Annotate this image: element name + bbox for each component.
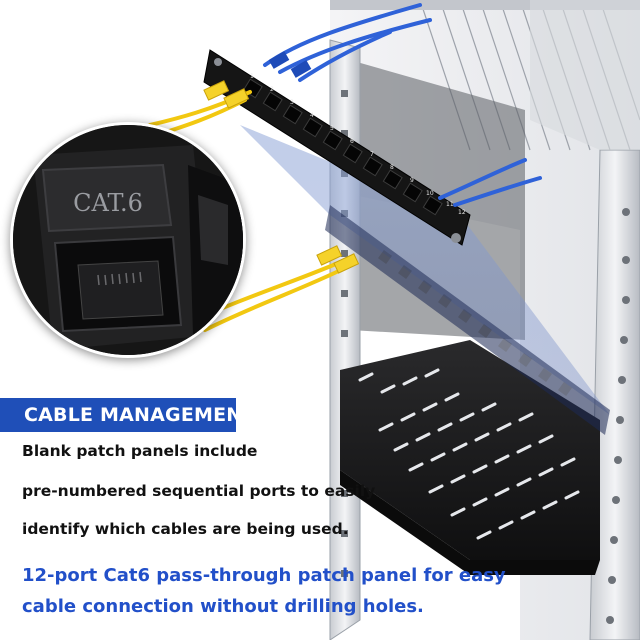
highlight-line: 12-port Cat6 pass-through patch panel fo… — [22, 565, 506, 586]
port-number: 1 — [250, 73, 254, 80]
port-number: 11 — [446, 201, 454, 208]
port-number: 9 — [410, 177, 414, 184]
port-number: 10 — [426, 190, 434, 197]
description-line: identify which cables are being used. — [22, 520, 349, 538]
keystone-jack-illustration: CAT.6 — [13, 125, 243, 355]
vented-shelf — [340, 340, 600, 575]
blue-cables — [263, 3, 542, 207]
port-number: 2 — [270, 86, 274, 93]
ghost-patch-panel — [325, 205, 610, 435]
port-number: 5 — [330, 125, 334, 132]
blue-cable-plugs — [268, 51, 312, 78]
patch-panel: 1 2 3 4 5 6 7 8 9 10 11 12 — [203, 49, 471, 246]
port-number: 7 — [370, 151, 374, 158]
port-number: 12 — [458, 209, 466, 216]
description-line: pre-numbered sequential ports to easily — [22, 482, 376, 500]
description-line: Blank patch panels include — [22, 442, 258, 460]
port-number: 4 — [310, 112, 314, 119]
yellow-cable-plugs — [203, 80, 360, 274]
port-number: 3 — [290, 99, 294, 106]
keystone-zoom-callout: CAT.6 — [10, 122, 246, 358]
cat6-label: CAT.6 — [73, 189, 143, 217]
highlight-line: cable connection without drilling holes. — [22, 596, 424, 617]
port-number: 8 — [390, 164, 394, 171]
port-number: 6 — [350, 138, 354, 145]
section-heading: CABLE MANAGEMENT — [0, 398, 255, 432]
